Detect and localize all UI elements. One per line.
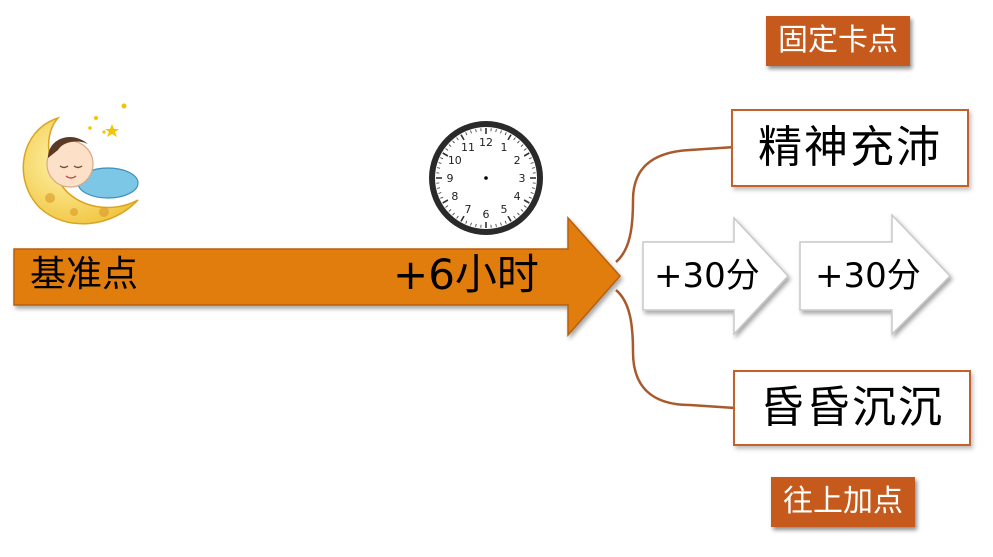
add-up-tag: 往上加点: [771, 477, 915, 527]
outcome-bottom-box: 昏昏沉沉: [733, 370, 971, 446]
clock-tick: [523, 199, 530, 204]
outcome-top-label: 精神充沛: [758, 122, 942, 173]
clock-tick: [507, 215, 512, 222]
clock-tick: [517, 212, 520, 216]
clock-tick: [530, 162, 534, 164]
step-arrow-2: [799, 213, 952, 336]
clock-tick: [495, 129, 497, 133]
clock-number: 4: [514, 190, 521, 203]
clock-tick: [465, 132, 468, 136]
clock-tick: [523, 152, 530, 157]
clock-tick: [440, 157, 444, 160]
clock-number: 5: [501, 203, 508, 216]
clock-tick: [513, 137, 516, 141]
clock-tick: [475, 223, 477, 227]
clock-tick: [523, 148, 527, 151]
sleeping-baby-moon-icon: [22, 103, 139, 225]
clock-tick: [528, 196, 532, 199]
branch-connector-top: [615, 145, 736, 263]
clock-tick: [475, 129, 477, 133]
clock-tick: [445, 148, 449, 151]
clock-number: 11: [461, 141, 475, 154]
baseline-offset: +6小时: [393, 250, 539, 299]
clock-number: 6: [483, 208, 490, 221]
clock-tick: [437, 167, 441, 169]
clock-number: 2: [514, 154, 521, 167]
clock-tick: [448, 209, 452, 212]
clock-number: 1: [501, 141, 508, 154]
clock-tick: [531, 167, 535, 169]
outcome-bottom-label: 昏昏沉沉: [760, 382, 944, 433]
clock-tick: [528, 157, 532, 160]
clock-tick: [520, 144, 524, 147]
clock-tick: [531, 187, 535, 189]
clock-tick: [460, 134, 465, 141]
clock-number: 12: [479, 136, 493, 149]
clock-number: 9: [447, 172, 454, 185]
clock-tick: [495, 223, 497, 227]
outcome-top-box: 精神充沛: [731, 109, 969, 187]
clock-tick: [438, 192, 442, 194]
step-label-1: +30分: [654, 256, 760, 296]
clock-tick: [438, 162, 442, 164]
clock-tick: [500, 130, 502, 134]
clock-tick: [513, 215, 516, 219]
clock-tick: [442, 199, 449, 204]
clock-tick: [470, 130, 472, 134]
baseline-label: 基准点: [30, 254, 139, 295]
step-label-2: +30分: [815, 256, 921, 296]
step-arrow-1: [642, 216, 790, 336]
clock-tick: [520, 209, 524, 212]
clock-number: 8: [451, 190, 458, 203]
clock-tick: [517, 140, 520, 144]
clock-number: 3: [519, 172, 526, 185]
clock-tick: [465, 220, 468, 224]
clock-tick: [523, 205, 527, 208]
branch-connector-bottom: [615, 289, 736, 410]
clock-tick: [507, 134, 512, 141]
clock-tick: [452, 212, 455, 216]
clock-tick: [456, 215, 459, 219]
clock-number: 7: [465, 203, 472, 216]
clock-tick: [500, 222, 502, 226]
fixed-checkpoint-tag: 固定卡点: [766, 16, 910, 66]
clock-tick: [445, 205, 449, 208]
clock-tick: [440, 196, 444, 199]
clock-tick: [437, 187, 441, 189]
clock-tick: [452, 140, 455, 144]
clock-tick: [470, 222, 472, 226]
clock-tick: [504, 132, 507, 136]
clock-tick: [530, 192, 534, 194]
clock-tick: [460, 215, 465, 222]
clock-tick: [442, 152, 449, 157]
clock-tick: [456, 137, 459, 141]
clock-tick: [504, 220, 507, 224]
main-arrow: [13, 216, 622, 337]
clock-number: 10: [448, 154, 462, 167]
clock-tick: [448, 144, 452, 147]
